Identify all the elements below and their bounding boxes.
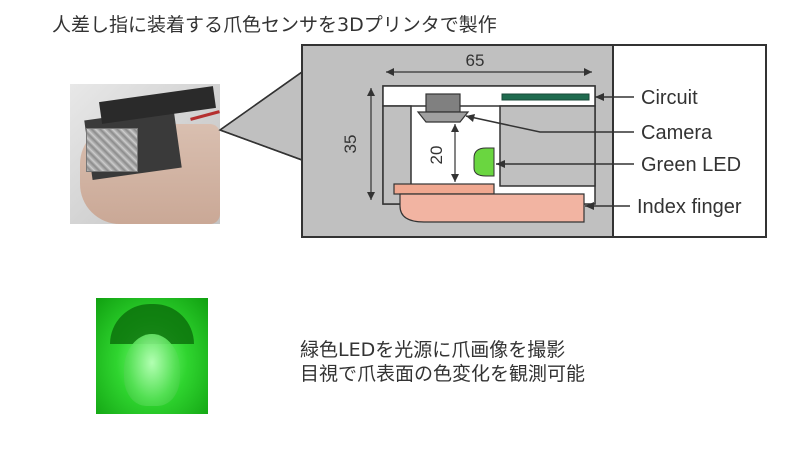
dim-height-label: 35 (341, 135, 360, 154)
finger-leader-arrow (585, 202, 594, 210)
camera-leader-arrow (466, 114, 475, 122)
label-camera: Camera (641, 122, 713, 144)
label-green-led: Green LED (641, 154, 741, 176)
camera-body (425, 93, 461, 113)
dim-width-arrow-right (584, 68, 592, 76)
dim-height-arrow-bottom (367, 192, 375, 200)
camera-lens (416, 111, 470, 123)
nail (393, 183, 495, 195)
page-title: 人差し指に装着する爪色センサを3Dプリンタで製作 (52, 14, 497, 36)
green-led (473, 147, 495, 177)
dim-width-arrow-left (386, 68, 394, 76)
index-finger-shape (399, 193, 585, 223)
label-index-finger: Index finger (637, 196, 742, 218)
led-leader-arrow (496, 160, 505, 168)
dim-height-arrow-top (367, 88, 375, 96)
caption: 緑色LEDを光源に爪画像を撮影 目視で爪表面の色変化を観測可能 (300, 338, 585, 386)
zoom-callout (218, 70, 303, 162)
dim-width-label: 65 (466, 51, 485, 70)
green-image-nail (124, 334, 180, 406)
caption-line-1: 緑色LEDを光源に爪画像を撮影 (300, 339, 566, 361)
caption-line-2: 目視で爪表面の色変化を観測可能 (300, 363, 586, 385)
zoom-line-bottom (219, 129, 303, 161)
label-circuit: Circuit (641, 87, 698, 109)
camera-leader-line (465, 115, 634, 133)
dim-gap-arrow-bottom (451, 174, 459, 182)
dim-gap-label: 20 (427, 146, 446, 165)
circuit-leader-arrow (595, 93, 604, 101)
foil-wrap-shape (86, 128, 138, 172)
zoom-line-top (219, 71, 303, 131)
circuit-board (501, 93, 590, 101)
device-photo (70, 84, 220, 224)
dim-gap-arrow-top (451, 124, 459, 132)
housing-inner-right-wall (499, 105, 596, 187)
green-nail-image (96, 298, 208, 414)
